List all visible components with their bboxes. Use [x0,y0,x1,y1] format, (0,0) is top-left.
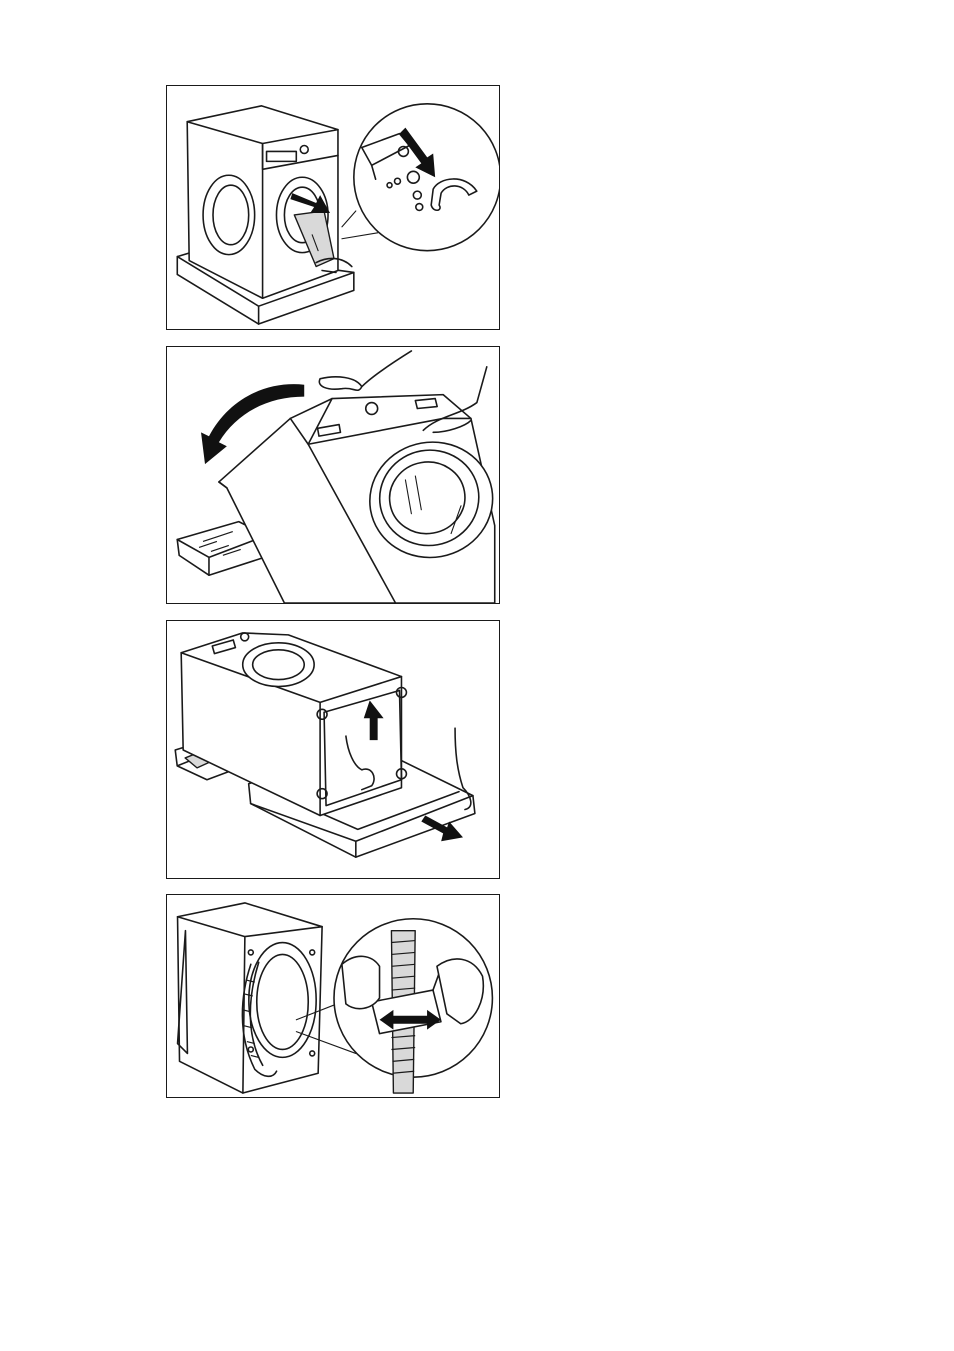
figure-remove-transport-bolt [166,85,500,330]
washing-machine-icon [178,903,323,1093]
hand-icon [319,351,411,390]
hand-icon [342,956,380,1008]
washing-machine-door-illustration [167,86,499,329]
figure-lift-machine [166,620,500,879]
figure-tilt-machine [166,346,500,604]
lying-machine-illustration [167,621,499,878]
tilted-machine-illustration [167,347,499,603]
figure-drain-hose [166,894,500,1098]
rear-drain-hose-illustration [167,895,499,1097]
